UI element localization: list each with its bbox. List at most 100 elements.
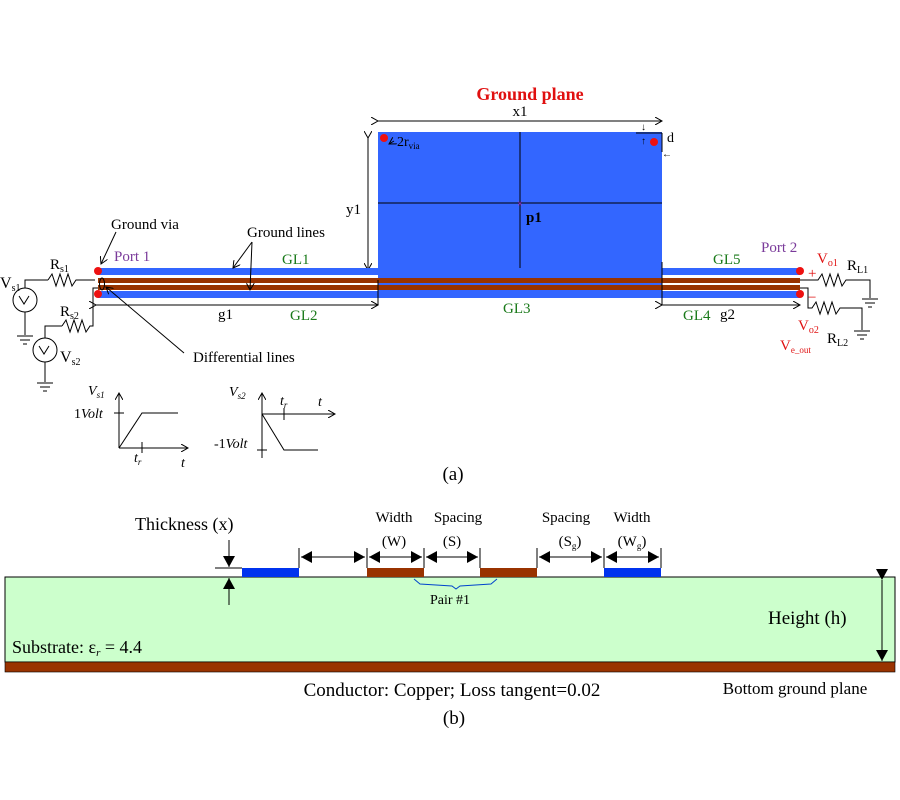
rs2-resistor <box>61 287 98 334</box>
vs2-waveform-glyph <box>38 345 50 355</box>
ground-via-top-right <box>650 138 658 146</box>
vo1-label: Vo1 <box>817 251 838 269</box>
rs1-label: Rs1 <box>50 257 69 275</box>
vs1-label: Vs1 <box>0 275 20 294</box>
vs1-waveform-glyph <box>18 295 30 305</box>
y1-label: y1 <box>346 202 361 218</box>
port1-via-bottom <box>94 290 102 298</box>
gl5-label: GL5 <box>713 252 741 268</box>
p1-label: p1 <box>526 210 542 226</box>
via-diameter-arrow <box>389 141 394 144</box>
rs2-label: Rs2 <box>60 304 79 322</box>
two-r-via-label: 2rvia <box>397 135 420 151</box>
rl2-label: RL2 <box>827 331 848 349</box>
width-symbol: (W) <box>382 534 406 550</box>
d-arrow-right: ← <box>662 149 672 160</box>
d-arrow-bottom: ↑ <box>641 136 646 147</box>
g2-label: g2 <box>720 307 735 323</box>
port2-via-top <box>796 267 804 275</box>
plus-sign: + <box>808 266 816 282</box>
caption-b: (b) <box>443 708 465 729</box>
rs1-resistor <box>47 272 95 288</box>
vs2-waveform: Vs2 -1Volt tr t <box>214 385 335 458</box>
d-label: d <box>667 131 674 146</box>
p1-marker: × <box>517 199 523 210</box>
vs2-label: Vs2 <box>60 349 80 368</box>
height-label: Height (h) <box>768 608 847 629</box>
d-arrow-top: ↓ <box>641 122 646 133</box>
vs1-ramp-curve <box>118 412 178 449</box>
ground-lines-pointer-1 <box>233 241 253 268</box>
width-g-label: Width <box>614 510 651 526</box>
vs1-axis-label: Vs1 <box>88 384 105 400</box>
substrate <box>4 576 896 663</box>
rl1-resistor <box>800 272 871 298</box>
differential-line-positive <box>98 278 800 283</box>
ground-via-pointer <box>101 231 117 264</box>
bottom-ground-plane-label: Bottom ground plane <box>723 679 867 698</box>
differential-line-negative <box>98 285 800 290</box>
pair-label: Pair #1 <box>430 593 470 608</box>
differential-port-ellipse <box>99 277 105 291</box>
width-label: Width <box>376 510 413 526</box>
g1-label: g1 <box>218 307 233 323</box>
ground-symbol-1 <box>17 335 33 345</box>
port1-via-top <box>94 267 102 275</box>
x1-label: x1 <box>513 104 528 120</box>
spacing-g-symbol: (Sg) <box>559 534 582 551</box>
conductor-label: Conductor: Copper; Loss tangent=0.02 <box>304 680 601 701</box>
gl4-label: GL4 <box>683 308 711 324</box>
vs2-axis-label: Vs2 <box>229 385 246 401</box>
minus-sign: − <box>808 290 816 306</box>
spacing-label: Spacing <box>434 510 483 526</box>
ground-lines-pointer-2 <box>250 241 252 290</box>
ground-strip-left <box>242 568 299 577</box>
vs1-tr-label: tr <box>134 451 142 467</box>
vs2-level-label: -1Volt <box>214 437 249 452</box>
gl1-label: GL1 <box>282 252 310 268</box>
ground-plane-title: Ground plane <box>476 84 583 104</box>
width-g-symbol: (Wg) <box>618 534 647 551</box>
spacing-g-label: Spacing <box>542 510 591 526</box>
vs2-source-symbol <box>32 337 58 363</box>
bottom-ground-plane-bar <box>4 661 896 673</box>
pair-brace <box>413 578 498 590</box>
substrate-label: Substrate: εr = 4.4 <box>12 637 142 659</box>
dimension-guides <box>298 548 662 568</box>
port2-label: Port 2 <box>761 240 797 256</box>
vs2-t-label: t <box>318 395 323 410</box>
differential-lines-pointer <box>106 287 185 354</box>
vs2-ramp-curve <box>261 413 318 451</box>
diff-line-right <box>480 568 537 577</box>
ground-symbol-3 <box>862 298 878 308</box>
ground-line-bottom <box>98 291 800 298</box>
caption-a: (a) <box>442 464 463 485</box>
gl2-label: GL2 <box>290 308 318 324</box>
gl3-label: GL3 <box>503 301 531 317</box>
port2-via-bottom <box>796 290 804 298</box>
figure-a: Ground plane x1 × p1 2rvia d ↓ ↑ ← y1 <box>0 84 878 485</box>
ground-symbol-4 <box>854 330 870 340</box>
vs1-waveform: Vs1 1Volt tr t <box>74 384 188 471</box>
ground-via-top-left <box>380 134 388 142</box>
rl1-label: RL1 <box>847 258 868 276</box>
ground-strip-right <box>604 568 661 577</box>
vs1-level-label: 1Volt <box>74 407 104 422</box>
ground-symbol-2 <box>37 382 53 392</box>
ground-via-label: Ground via <box>111 217 179 233</box>
gl3-top <box>378 268 662 275</box>
differential-lines-label: Differential lines <box>193 350 295 366</box>
port1-label: Port 1 <box>114 249 150 265</box>
ground-lines-label: Ground lines <box>247 225 325 241</box>
rl2-resistor <box>800 287 863 330</box>
diff-line-left <box>367 568 424 577</box>
vs2-tr-label: tr <box>280 394 288 410</box>
figure-b: Thickness (x) Width (W) Spacing (S) Spac… <box>4 510 896 729</box>
load-circuit: + − Vo1 Vo2 Ve_out RL1 RL2 <box>780 251 878 355</box>
thickness-label: Thickness (x) <box>135 514 233 535</box>
vo2-label: Vo2 <box>798 318 819 336</box>
spacing-symbol: (S) <box>443 534 461 550</box>
source-circuit: Vs1 Rs1 Vs2 Rs2 <box>0 257 98 392</box>
vs1-source-symbol <box>12 287 38 313</box>
